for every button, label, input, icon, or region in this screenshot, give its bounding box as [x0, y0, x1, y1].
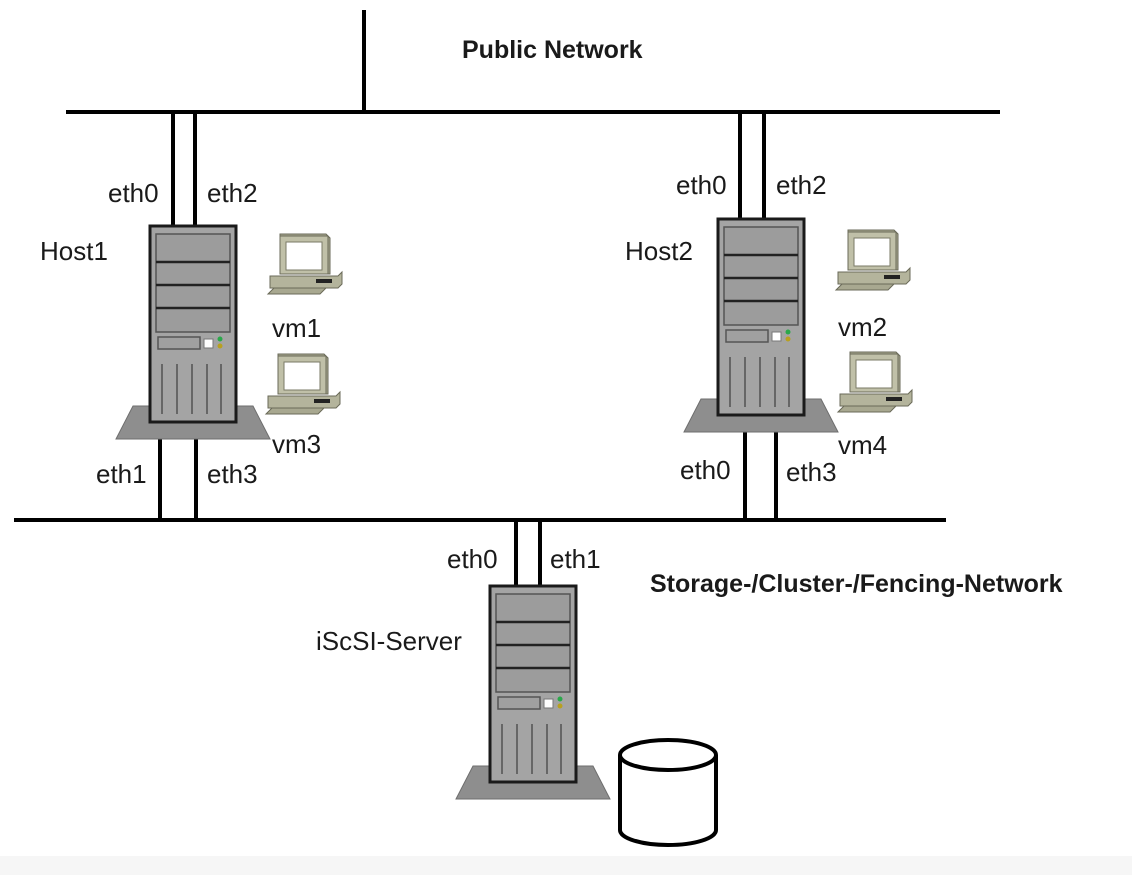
host2-uplink-label-1: eth2 [776, 170, 827, 200]
host1-label: Host1 [40, 236, 108, 266]
public-network-label: Public Network [462, 36, 643, 64]
host2-uplink-label-0: eth0 [676, 170, 727, 200]
storage-network-label: Storage-/Cluster-/Fencing-Network [650, 570, 1063, 598]
host2-downlink-label-1: eth3 [786, 457, 837, 487]
iscsi-server-label: iScSI-Server [316, 626, 462, 656]
vm4-computer-icon [837, 351, 913, 413]
vm2-label: vm2 [838, 312, 887, 342]
host1-server-icon [114, 224, 272, 441]
host1-downlink-label-1: eth3 [207, 459, 258, 489]
database-cylinder-icon [618, 738, 718, 847]
host1-uplink-label-1: eth2 [207, 178, 258, 208]
vm4-label: vm4 [838, 430, 887, 460]
host2-label: Host2 [625, 236, 693, 266]
host2-server-icon [682, 217, 840, 434]
host1-downlink-label-0: eth1 [96, 459, 147, 489]
iscsi-link-label-0: eth0 [447, 544, 498, 574]
bottom-band [0, 856, 1132, 875]
host2-downlink-label-0: eth0 [680, 455, 731, 485]
host1-uplink-label-0: eth0 [108, 178, 159, 208]
vm3-computer-icon [265, 353, 341, 415]
iscsi-server-icon [454, 584, 612, 801]
vm2-computer-icon [835, 229, 911, 291]
vm1-label: vm1 [272, 313, 321, 343]
iscsi-link-label-1: eth1 [550, 544, 601, 574]
vm1-computer-icon [267, 233, 343, 295]
vm3-label: vm3 [272, 429, 321, 459]
